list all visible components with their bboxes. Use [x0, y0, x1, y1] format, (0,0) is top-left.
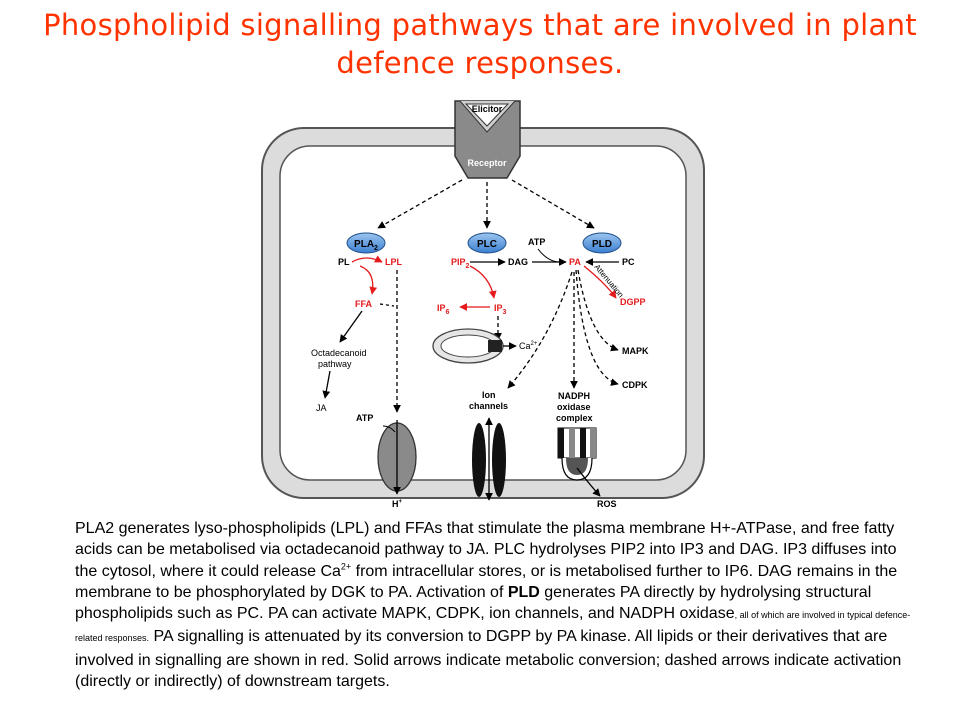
enzyme-plc [467, 232, 507, 254]
label-atp-bottom: ATP [356, 413, 373, 423]
label-dgpp: DGPP [620, 297, 646, 307]
label-octadecanoid-2: pathway [318, 359, 352, 369]
label-octadecanoid-1: Octadecanoid [311, 348, 367, 358]
receptor-label: Receptor [467, 158, 507, 168]
arrow-pl-ffa [359, 265, 378, 295]
label-dag: DAG [508, 257, 528, 267]
arrow-receptor-pla2 [377, 179, 463, 229]
label-nadph-3: complex [556, 413, 593, 423]
elicitor-label: Elicitor [472, 104, 503, 114]
enzyme-pla2 [346, 232, 386, 254]
h-atpase [377, 420, 417, 495]
label-lpl: LPL [385, 257, 403, 267]
elicitor [464, 103, 510, 127]
enzyme-pld [582, 232, 622, 254]
label-ip3: IP3 [494, 303, 507, 316]
arrow-octadecanoid-ja [322, 370, 331, 399]
enzyme-plc-label: PLC [477, 239, 497, 250]
label-ip6: IP6 [437, 303, 450, 316]
arrow-pa-ion-channels [507, 271, 573, 389]
arrow-receptor-pld [511, 179, 595, 229]
arrow-atp-pa [537, 248, 561, 263]
figure-caption: PLA2 generates lyso-phospholipids (LPL) … [75, 520, 911, 691]
label-ca: Ca2+ [519, 341, 538, 351]
arrow-pa-mapk [577, 269, 619, 352]
label-ja: JA [316, 403, 327, 413]
arrow-pa-cdpk [575, 269, 619, 386]
label-pc: PC [622, 257, 635, 267]
label-ros: ROS [597, 499, 617, 509]
slide-title: Phospholipid signalling pathways that ar… [43, 8, 917, 80]
label-atp-top: ATP [528, 237, 545, 247]
arrow-ffa-atpase [379, 303, 395, 307]
label-pip2: PIP2 [451, 257, 470, 270]
arrow-ffa-octadecanoid [339, 310, 363, 343]
label-h: H+ [392, 499, 403, 509]
label-pl: PL [338, 257, 350, 267]
calcium-store [432, 328, 504, 364]
label-mapk: MAPK [622, 346, 649, 356]
arrow-pip2-ip3 [469, 265, 497, 299]
nadph-oxidase [557, 427, 601, 497]
arrow-pl-lpl [351, 255, 383, 263]
label-ion-2: channels [469, 401, 508, 411]
label-nadph-1: NADPH [558, 391, 590, 401]
label-nadph-2: oxidase [557, 402, 591, 412]
label-ffa: FFA [355, 299, 372, 309]
ion-channel [472, 417, 506, 501]
enzyme-pla2-label: PLA2 [354, 239, 378, 252]
arrow-pa-dgpp [583, 265, 617, 299]
enzyme-pld-label: PLD [592, 239, 612, 250]
label-cdpk: CDPK [622, 380, 648, 390]
label-pa: PA [569, 257, 581, 267]
label-ion-1: Ion [482, 390, 496, 400]
